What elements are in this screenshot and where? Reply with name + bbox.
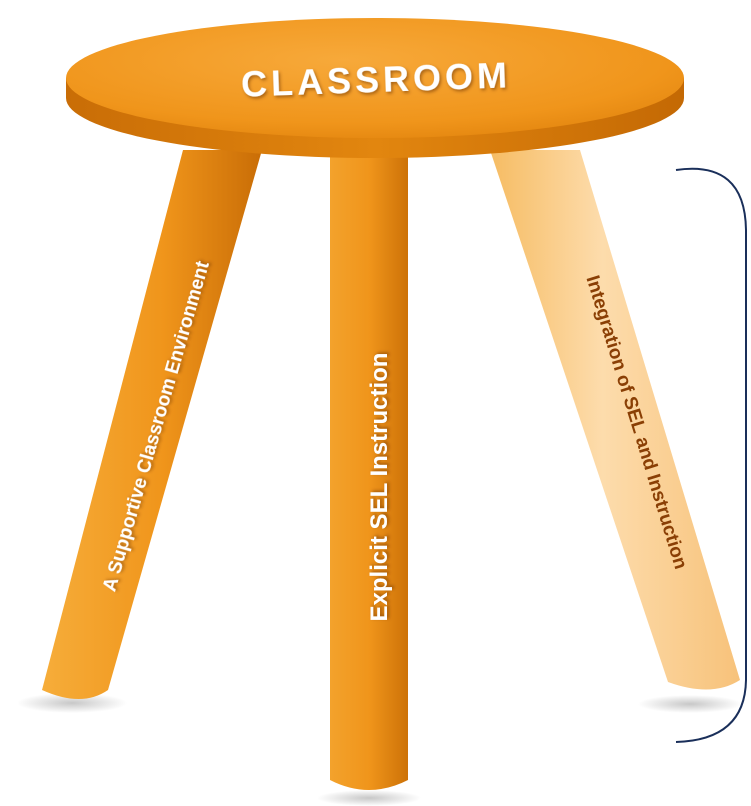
leg-left-floor-shadow: [17, 693, 127, 713]
leg-middle-floor-shadow: [317, 790, 421, 806]
stool-seat: CLASSROOM: [66, 18, 684, 158]
bracket-line: [675, 167, 747, 743]
leg-middle: Explicit SEL Instruction: [330, 150, 408, 790]
leg-right-floor-shadow: [638, 695, 742, 713]
leg-right: Integration of SEL and Instruction: [490, 150, 740, 690]
leg-middle-label: Explicit SEL Instruction: [366, 353, 393, 622]
leg-left: A Supportive Classroom Environment: [42, 150, 262, 699]
seat-label: CLASSROOM: [240, 54, 511, 104]
